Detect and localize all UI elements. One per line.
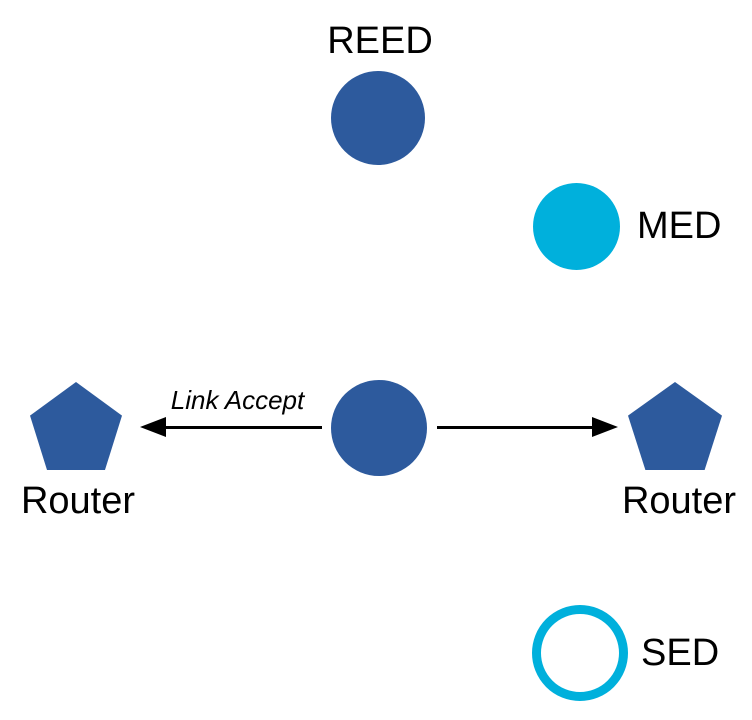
arrow-right-line — [437, 426, 594, 429]
router-left-label: Router — [20, 480, 136, 522]
router-right-label: Router — [621, 480, 737, 522]
router-left-pentagon — [30, 382, 122, 470]
arrow-right-head-icon — [592, 417, 618, 437]
sed-node-label: SED — [641, 632, 720, 674]
arrow-left-line — [152, 426, 322, 429]
reed-node-label: REED — [327, 20, 433, 62]
reed-node-circle — [331, 71, 425, 165]
med-node-circle — [533, 183, 620, 270]
link-accept-edge-label: Link Accept — [170, 385, 305, 415]
center-node-circle — [331, 380, 427, 476]
sed-node-circle — [532, 605, 628, 701]
med-node-label: MED — [637, 205, 722, 247]
router-right-pentagon — [628, 382, 722, 470]
arrow-left-head-icon — [140, 417, 166, 437]
